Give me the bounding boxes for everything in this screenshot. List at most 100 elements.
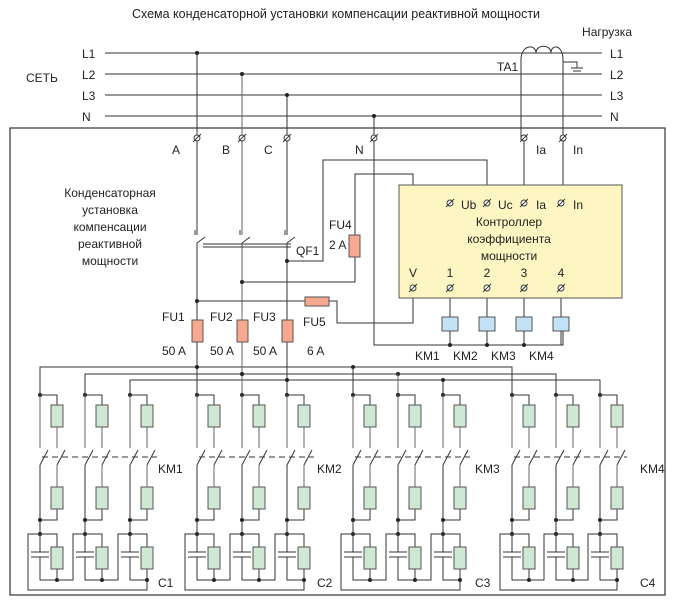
contactor-contact-icon xyxy=(369,449,379,466)
contactor-contact-icon xyxy=(129,449,139,466)
line-label-right-l3: L3 xyxy=(610,89,624,103)
wire xyxy=(40,509,58,521)
wire xyxy=(184,533,305,591)
power-factor-controller xyxy=(398,184,623,299)
precharge-resistor xyxy=(95,404,109,428)
junction-dot xyxy=(285,259,289,263)
wire xyxy=(573,533,600,581)
capacitor-icon xyxy=(188,534,214,581)
wire xyxy=(600,394,618,405)
discharge-resistor xyxy=(95,546,109,570)
terminal-icon xyxy=(408,283,418,293)
capacitor-icon xyxy=(76,534,102,581)
network-label: СЕТЬ xyxy=(26,71,58,85)
breaker-contact-icon xyxy=(241,236,251,244)
wire xyxy=(353,533,371,547)
coil-label-km4: KM4 xyxy=(529,349,554,363)
damping-resistor xyxy=(566,486,580,510)
wire xyxy=(242,509,260,521)
input-label-n: N xyxy=(355,143,364,157)
capacitor-icon xyxy=(121,534,147,581)
breaker-contact-icon xyxy=(286,236,296,244)
damping-resistor xyxy=(453,486,467,510)
terminal-icon xyxy=(445,198,455,208)
capacitor-icon xyxy=(278,534,304,581)
contactor-label-km4: KM4 xyxy=(640,462,665,476)
installation-label-line: установка xyxy=(82,203,138,217)
fuse-fu4-label: FU4 xyxy=(329,218,352,232)
junction-dot xyxy=(285,93,289,97)
terminal-icon xyxy=(482,283,492,293)
coil-label-km3: KM3 xyxy=(491,349,516,363)
precharge-resistor xyxy=(140,404,154,428)
wire xyxy=(129,379,601,395)
contactor-contact-icon xyxy=(528,449,538,466)
discharge-resistor xyxy=(610,546,624,570)
line-label-right-n: N xyxy=(610,110,619,124)
precharge-resistor xyxy=(610,404,624,428)
fuse-fu2 xyxy=(236,319,249,343)
wire xyxy=(600,533,618,547)
damping-resistor xyxy=(610,486,624,510)
terminal-icon xyxy=(556,198,566,208)
wire xyxy=(85,394,103,405)
precharge-resistor xyxy=(207,404,221,428)
wire xyxy=(340,533,461,591)
line-label-left-l1: L1 xyxy=(82,47,96,61)
wire xyxy=(443,509,461,521)
wire xyxy=(398,533,416,547)
contactor-contact-icon xyxy=(84,449,94,466)
contactor-contact-icon xyxy=(616,449,626,466)
capacitor-icon xyxy=(434,534,460,581)
wire xyxy=(40,533,58,547)
wire xyxy=(370,533,398,581)
wire xyxy=(556,509,574,521)
wire xyxy=(102,533,130,581)
discharge-resistor xyxy=(207,546,221,570)
terminal-icon xyxy=(237,133,247,143)
wire xyxy=(259,533,287,581)
wire xyxy=(242,394,260,405)
input-label-c: C xyxy=(264,143,273,157)
wire xyxy=(130,509,148,521)
terminal-icon xyxy=(482,198,492,208)
junction-dot xyxy=(240,72,244,76)
line-label-left-l2: L2 xyxy=(82,68,96,82)
terminal-icon xyxy=(558,133,568,143)
input-label-in: In xyxy=(573,143,583,157)
wire xyxy=(499,533,618,591)
precharge-resistor xyxy=(50,404,64,428)
wire xyxy=(84,373,557,395)
current-transformer-icon xyxy=(520,45,564,140)
contactor-contact-icon xyxy=(196,449,206,466)
capacitor-group-label-c4: C4 xyxy=(640,576,656,590)
wire xyxy=(512,394,530,405)
components xyxy=(39,133,626,570)
discharge-resistor xyxy=(297,546,311,570)
junction-dot xyxy=(240,372,244,376)
capacitor-icon xyxy=(31,534,57,581)
capacitor-icon xyxy=(503,534,529,581)
contactor-contact-icon xyxy=(397,449,407,466)
contactor-contact-icon xyxy=(213,449,223,466)
diagram-title: Схема конденсаторной установки компенсац… xyxy=(132,7,540,21)
discharge-resistor xyxy=(140,546,154,570)
damping-resistor xyxy=(297,486,311,510)
capacitor-icon xyxy=(233,534,259,581)
contactor-contact-icon xyxy=(146,449,156,466)
controller-title-line: коэффициента xyxy=(467,232,551,246)
terminal-icon xyxy=(519,133,529,143)
wire xyxy=(57,533,85,581)
breaker-contact-icon xyxy=(196,236,206,244)
wire xyxy=(242,173,414,283)
fuse-fu5-rating: 6 A xyxy=(307,344,324,358)
wire xyxy=(39,366,513,395)
damping-resistor xyxy=(207,486,221,510)
fuse-fu2-rating: 50 A xyxy=(210,344,234,358)
current-transformer-label: TA1 xyxy=(497,60,518,74)
damping-resistor xyxy=(140,486,154,510)
precharge-resistor xyxy=(408,404,422,428)
capacitor-icon xyxy=(389,534,415,581)
ground-icon xyxy=(563,61,578,68)
controller-terminal-1: 1 xyxy=(447,266,454,280)
